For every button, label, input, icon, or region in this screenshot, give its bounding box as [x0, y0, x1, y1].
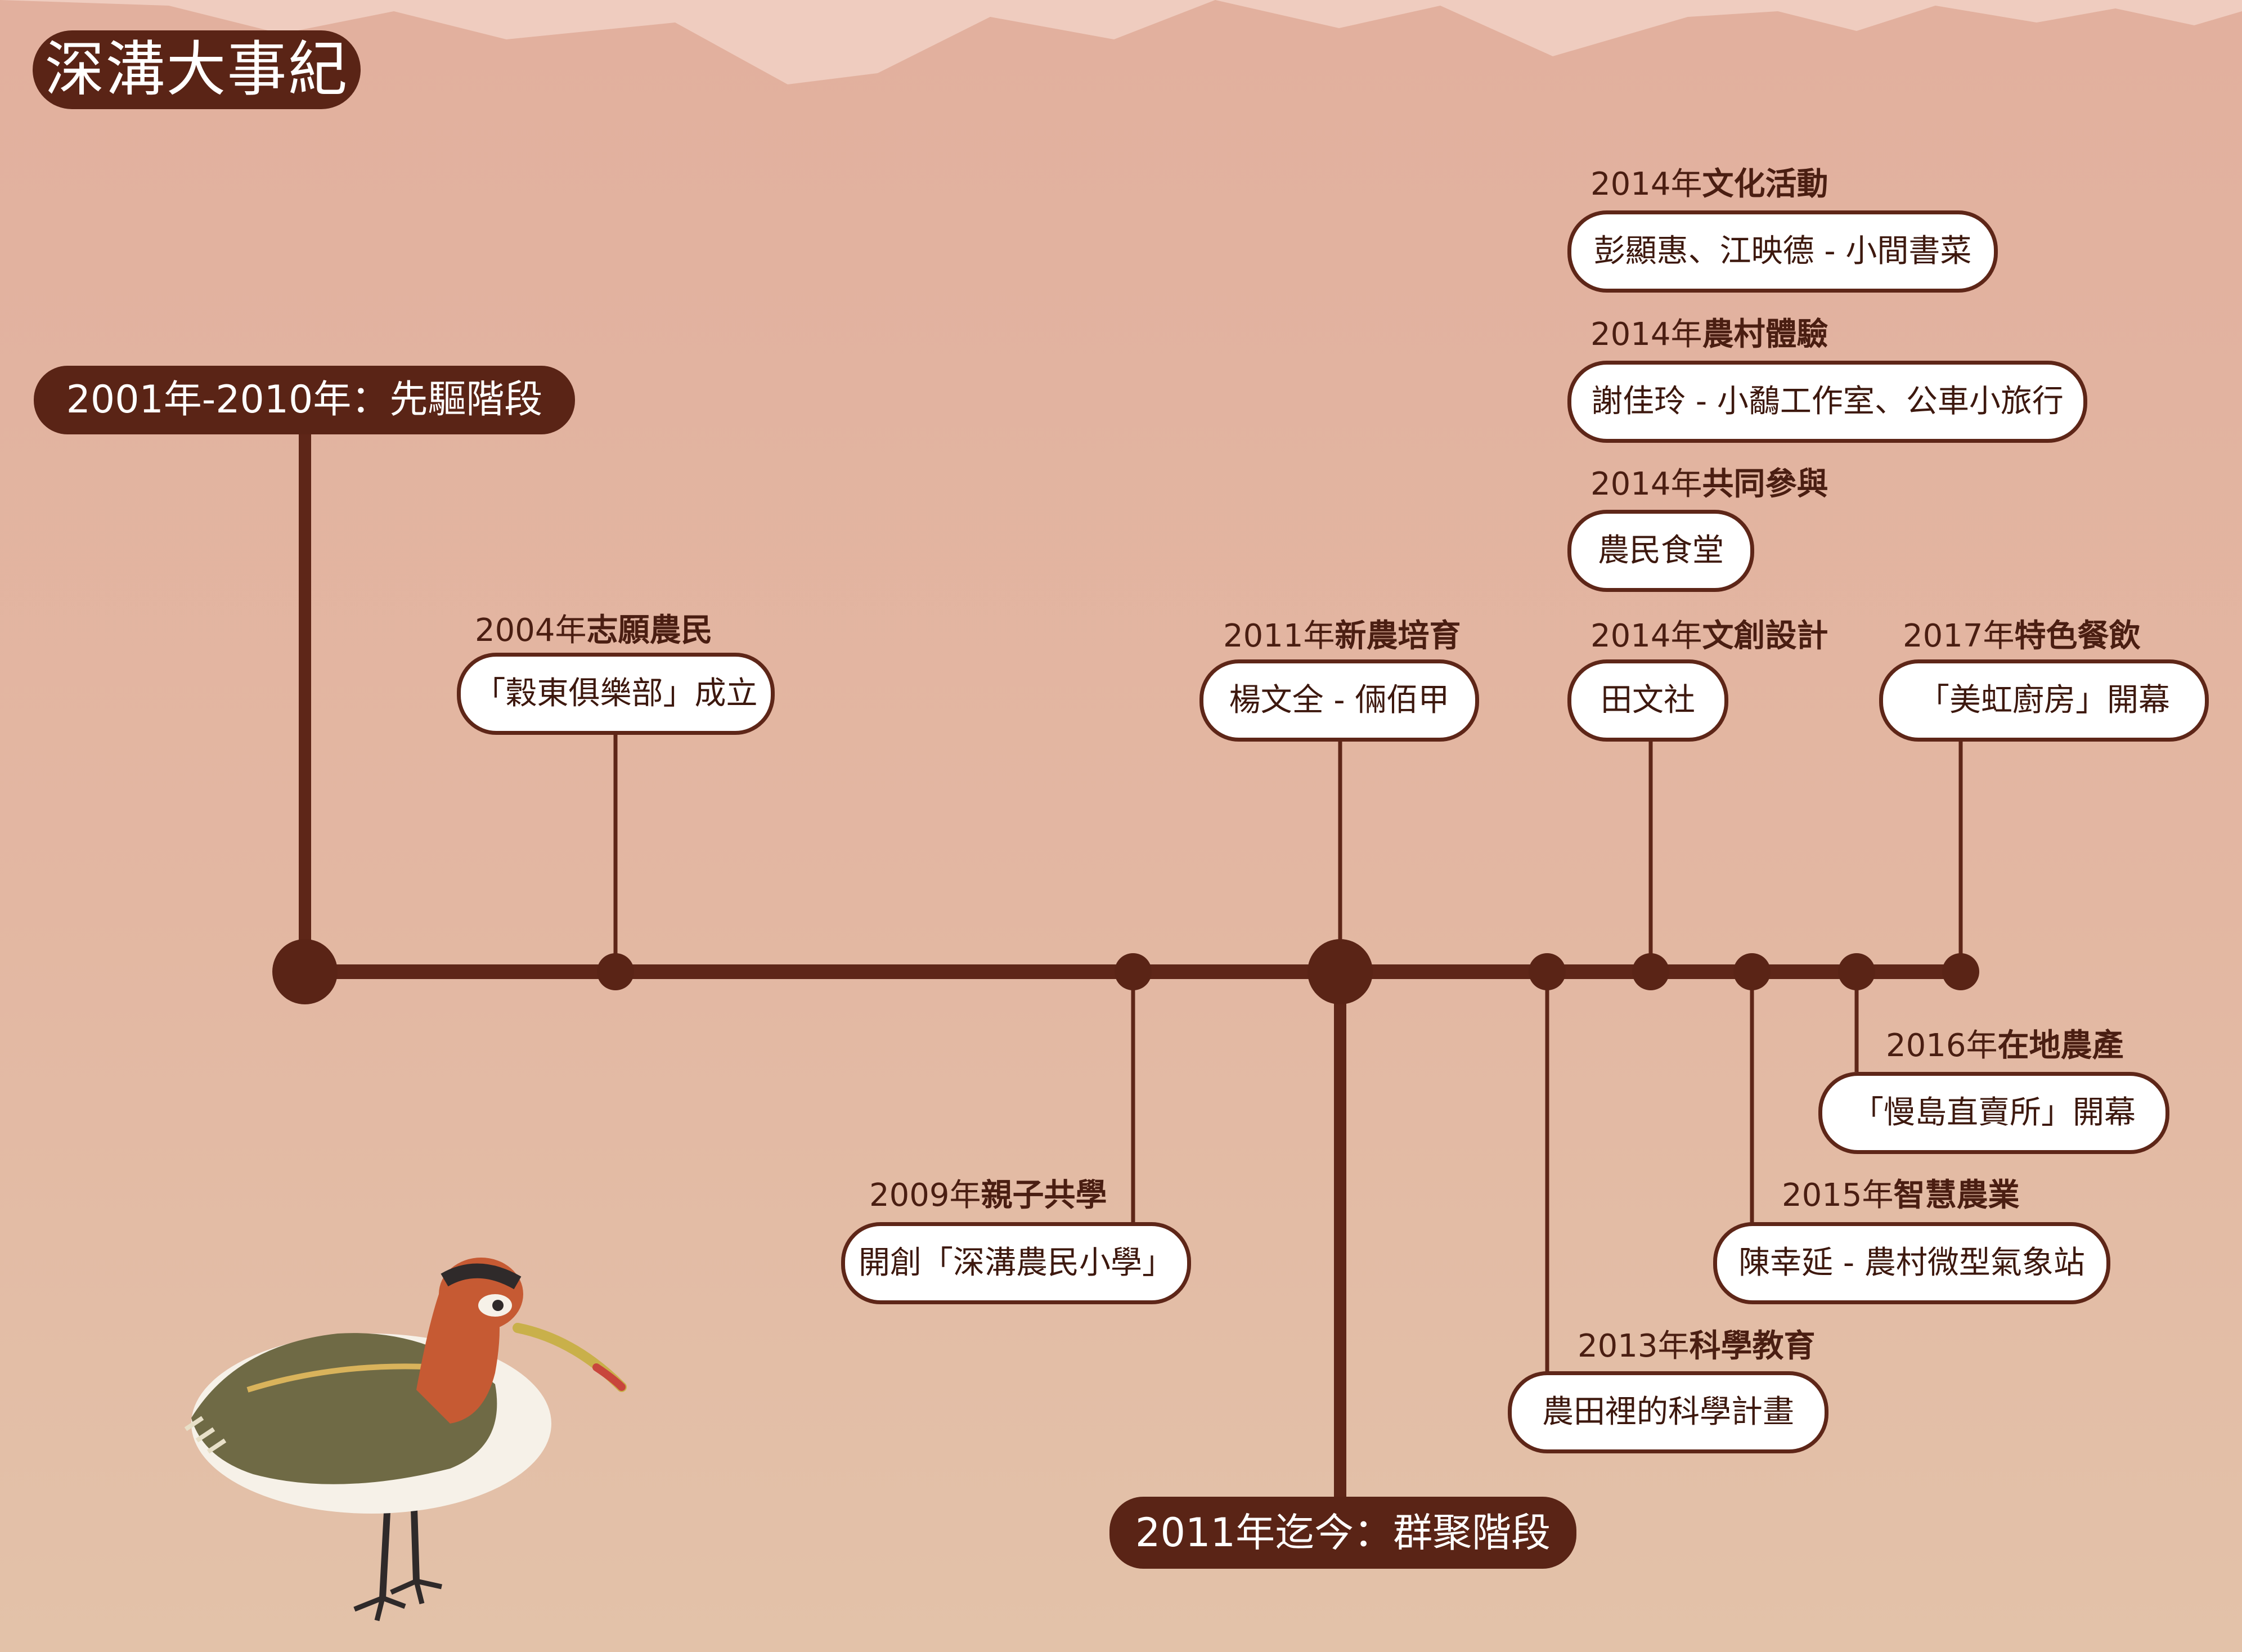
- event-label: 2004年志願農民: [475, 612, 713, 649]
- event-label: 2014年共同參與: [1590, 466, 1828, 503]
- event-box: 田文社: [1567, 659, 1728, 742]
- timeline-dot: [1942, 953, 1979, 990]
- event-year: 2015年: [1782, 1177, 1894, 1214]
- event-label: 2016年在地農產: [1886, 1027, 2124, 1065]
- event-theme: 智慧農業: [1893, 1177, 2020, 1214]
- event-label: 2011年新農培育: [1223, 618, 1461, 655]
- timeline-dot-2011: [1308, 939, 1373, 1004]
- event-theme: 親子共學: [981, 1177, 1107, 1214]
- event-box: 彭顯惠、江映德 - 小間書菜: [1567, 210, 1998, 293]
- event-year: 2014年: [1590, 618, 1702, 654]
- event-year: 2014年: [1590, 166, 1702, 203]
- bird-illustration: [184, 1258, 627, 1622]
- event-theme: 新農培育: [1335, 618, 1461, 654]
- timeline-dot: [1838, 953, 1875, 990]
- event-theme: 志願農民: [586, 612, 713, 649]
- event-year: 2013年: [1578, 1328, 1690, 1364]
- event-box: 開創「深溝農民小學」: [841, 1222, 1191, 1304]
- timeline-dot: [1529, 953, 1566, 990]
- event-box: 「穀東俱樂部」成立: [457, 653, 775, 735]
- event-year: 2009年: [869, 1177, 981, 1214]
- event-box: 農民食堂: [1567, 510, 1754, 592]
- event-year: 2014年: [1590, 466, 1702, 502]
- event-label: 2013年科學教育: [1578, 1328, 1816, 1365]
- event-year: 2016年: [1886, 1027, 1998, 1064]
- event-label: 2014年文化活動: [1590, 166, 1828, 203]
- event-theme: 農村體驗: [1702, 316, 1828, 353]
- event-label: 2014年文創設計: [1590, 618, 1828, 655]
- timeline-dot: [1115, 953, 1152, 990]
- event-theme: 特色餐飲: [2014, 618, 2141, 654]
- timeline-dot-2001: [272, 939, 338, 1004]
- event-box: 「慢島直賣所」開幕: [1818, 1072, 2169, 1154]
- event-box: 農田裡的科學計畫: [1508, 1371, 1828, 1453]
- event-label: 2015年智慧農業: [1782, 1177, 2020, 1214]
- event-theme: 科學教育: [1689, 1328, 1816, 1364]
- timeline-dot: [597, 953, 634, 990]
- event-year: 2011年: [1223, 618, 1335, 654]
- phase-pill-cluster: 2011年迄今：群聚階段: [1109, 1497, 1576, 1569]
- timeline-dot: [1733, 953, 1771, 990]
- event-box: 「美虹廚房」開幕: [1879, 659, 2209, 742]
- event-year: 2017年: [1903, 618, 2015, 654]
- event-box: 楊文全 - 倆佰甲: [1199, 659, 1479, 742]
- event-year: 2014年: [1590, 316, 1702, 353]
- event-box: 陳幸延 - 農村微型氣象站: [1713, 1222, 2110, 1304]
- event-label: 2017年特色餐飲: [1903, 618, 2141, 655]
- timeline-dot: [1632, 953, 1669, 990]
- phase-pill-pioneer: 2001年-2010年：先驅階段: [34, 366, 575, 434]
- page-title: 深溝大事紀: [33, 30, 361, 109]
- event-label: 2014年農村體驗: [1590, 316, 1828, 353]
- event-theme: 在地農產: [1997, 1027, 2124, 1064]
- event-theme: 文化活動: [1702, 166, 1828, 203]
- event-label: 2009年親子共學: [869, 1177, 1107, 1214]
- mountain-shape: [0, 0, 2242, 84]
- event-theme: 共同參與: [1702, 466, 1828, 502]
- event-year: 2004年: [475, 612, 587, 649]
- event-theme: 文創設計: [1702, 618, 1828, 654]
- event-box: 謝佳玲 - 小鷸工作室、公車小旅行: [1567, 361, 2087, 443]
